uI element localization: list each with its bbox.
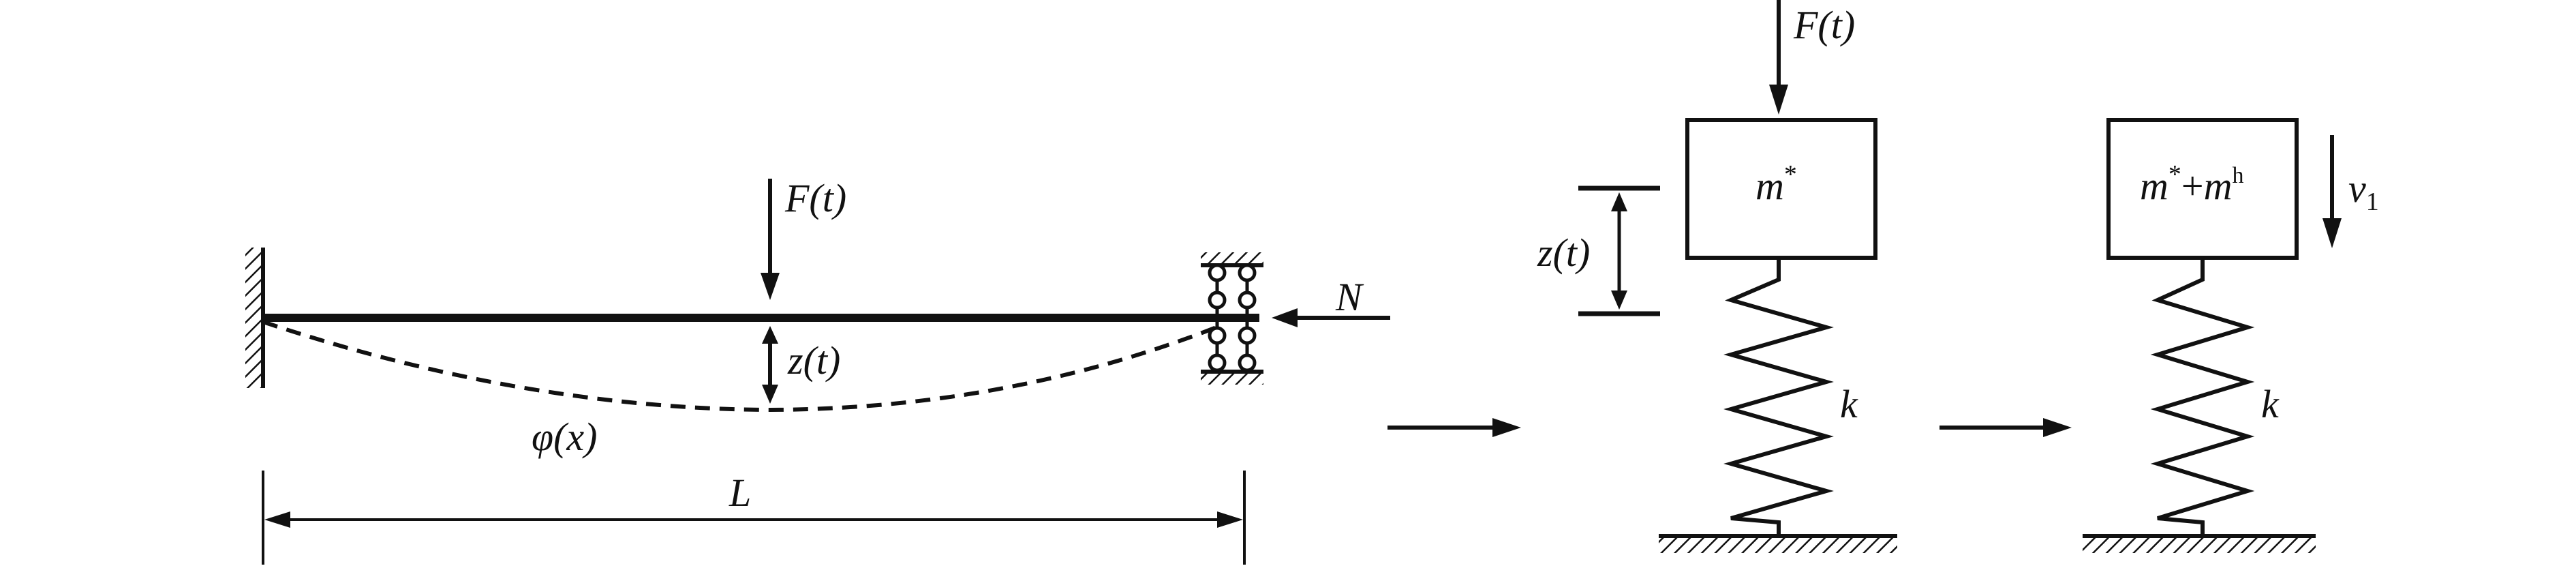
beam-force-label: F(t): [784, 176, 846, 220]
ground-2: [2083, 534, 2316, 553]
guided-support: [1201, 252, 1263, 385]
length-label: L: [729, 471, 751, 515]
beam-panel: F(t) N z(t) φ(x) L: [245, 176, 1390, 565]
displacement-label: z(t): [1537, 230, 1590, 275]
spring-label-2: k: [2261, 382, 2280, 426]
deflection-label: z(t): [787, 338, 840, 383]
transition-arrow-1: [1387, 418, 1521, 437]
sdof-force-arrow: [1769, 0, 1788, 115]
fixed-support: [245, 248, 265, 388]
beam-force-arrow: [761, 179, 780, 300]
displacement-indicator: [1578, 185, 1660, 316]
mode-shape-label: φ(x): [532, 415, 597, 459]
length-dimension: [262, 471, 1246, 565]
transition-arrow-2: [1939, 418, 2072, 437]
ground: [1659, 534, 1897, 553]
sdof-force-label: F(t): [1793, 3, 1855, 47]
combined-mass-label: m*+mh: [2140, 160, 2244, 208]
deflection-arrow: [762, 326, 778, 404]
added-mass-panel: m*+mh v1 k: [2083, 118, 2379, 553]
spring: [1723, 258, 1834, 537]
spring-label: k: [1840, 382, 1858, 426]
mass-label: m*: [1755, 160, 1797, 208]
deflected-shape: [262, 320, 1221, 413]
velocity-arrow: [2322, 135, 2342, 248]
axial-load-arrow: [1272, 308, 1390, 327]
mass-block: [1685, 118, 1877, 260]
mass-spring-panel: F(t) m* z(t) k: [1537, 0, 1897, 553]
spring-2: [2150, 258, 2255, 537]
velocity-label: v1: [2348, 166, 2379, 216]
axial-load-label: N: [1335, 275, 1364, 319]
